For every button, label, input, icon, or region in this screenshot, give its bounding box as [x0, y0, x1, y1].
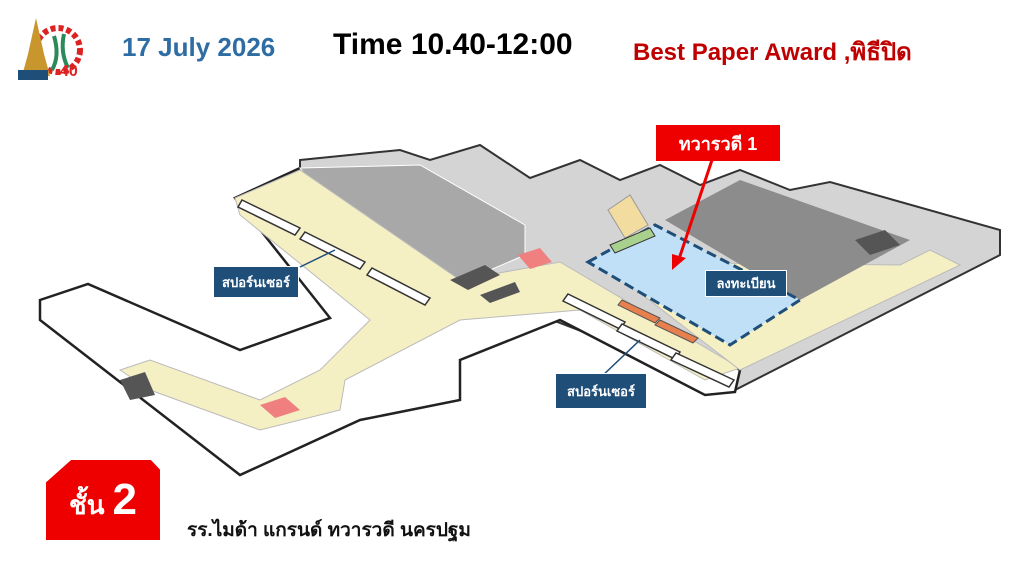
registration-table-1 — [617, 299, 661, 324]
event-date: 17 July 2026 — [122, 32, 276, 62]
sponsor-label: สปอร์นเซอร์ — [213, 266, 299, 298]
sponsor-label: สปอร์นเซอร์ — [555, 373, 647, 409]
arrow-head — [672, 254, 686, 270]
floor-word: ชั้น — [69, 489, 105, 520]
event-logo: 40 — [14, 14, 86, 86]
floor-number: 2 — [112, 475, 137, 524]
corridor — [118, 169, 742, 431]
stairs — [120, 230, 900, 400]
screen — [607, 194, 649, 239]
room-label: ทวารวดี 1 — [656, 125, 780, 161]
session-time: Time 10.40-12:00 — [333, 28, 573, 61]
stage — [609, 227, 656, 254]
floor-badge: ชั้น 2 — [46, 460, 160, 540]
session-title: Best Paper Award ,พิธีปิด — [633, 39, 912, 66]
venue-name: รร.ไมด้า แกรนด์ ทวารวดี นครปฐม — [187, 520, 471, 541]
lift-1 — [518, 248, 552, 269]
registration-table-2 — [654, 319, 699, 344]
leader-line — [299, 249, 336, 268]
lift-2 — [260, 397, 300, 418]
hall-gray — [665, 180, 910, 300]
svg-text:40: 40 — [60, 63, 78, 80]
registration-label: ลงทะเบียน — [705, 270, 787, 297]
room-arrow — [676, 159, 714, 263]
leader-line — [599, 339, 641, 379]
